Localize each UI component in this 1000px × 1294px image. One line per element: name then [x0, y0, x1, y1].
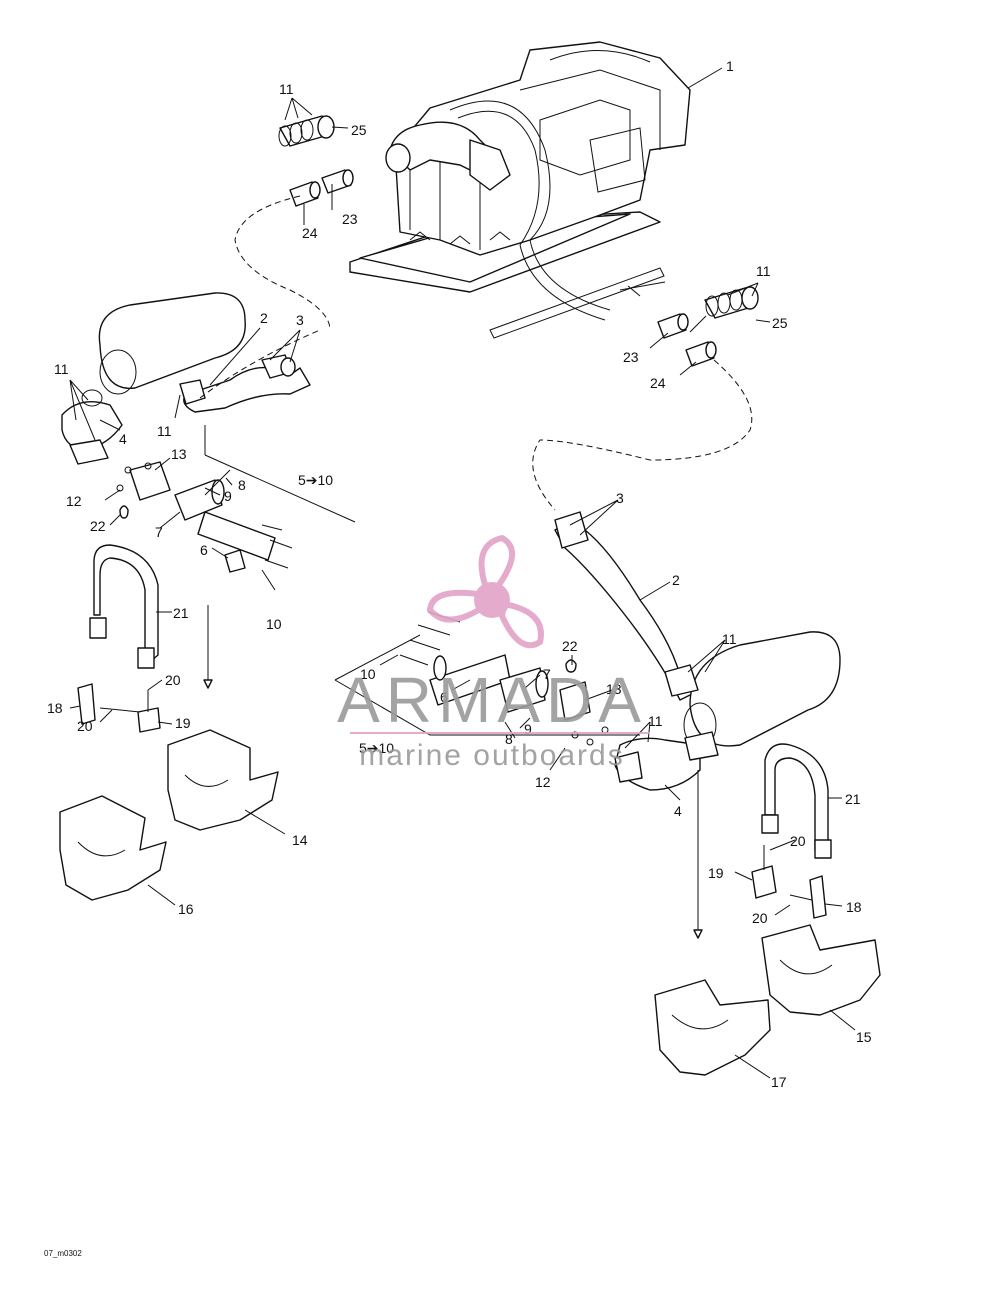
watermark: ARMADA marine outboards — [337, 534, 650, 772]
left-mounting-hardware — [116, 440, 356, 591]
callout-labels: 1 11 25 23 24 11 25 23 24 2 3 11 4 11 13… — [44, 58, 872, 1258]
callout-9-right: 9 — [524, 721, 532, 737]
callout-20-left: 20 — [165, 672, 181, 688]
watermark-brand: ARMADA — [337, 664, 647, 736]
right-strap-brackets — [751, 743, 832, 919]
callout-1: 1 — [726, 58, 734, 74]
callout-8-left: 8 — [238, 477, 246, 493]
callout-16: 16 — [178, 901, 194, 917]
callout-25-right: 25 — [772, 315, 788, 331]
callout-4-left: 4 — [119, 431, 127, 447]
left-muffler-assembly — [61, 292, 321, 465]
callout-9-left: 9 — [224, 488, 232, 504]
callout-14: 14 — [292, 832, 308, 848]
callout-6-right: 6 — [440, 689, 448, 705]
callout-23-right: 23 — [623, 349, 639, 365]
callout-13-left: 13 — [171, 446, 187, 462]
callout-18-left: 18 — [47, 700, 63, 716]
callout-8-right: 8 — [505, 731, 513, 747]
callout-4-right: 4 — [674, 803, 682, 819]
left-strap-brackets — [77, 544, 213, 733]
engine-assembly — [349, 41, 691, 339]
callout-17: 17 — [771, 1074, 787, 1090]
callout-11-left-2: 11 — [157, 423, 172, 439]
callout-19-right: 19 — [708, 865, 724, 881]
callout-11-top-left: 11 — [279, 81, 294, 97]
callout-2-left: 2 — [260, 310, 268, 326]
callout-2-right: 2 — [672, 572, 680, 588]
callout-5to10-left: 5➔10 — [298, 472, 333, 488]
callout-11-left: 11 — [54, 361, 69, 377]
callout-20-right-2: 20 — [752, 910, 768, 926]
callout-24-top-left: 24 — [302, 225, 318, 241]
callout-22-right: 22 — [562, 638, 578, 654]
right-hose-connector-group — [532, 286, 759, 511]
callout-11-right-2: 11 — [722, 631, 737, 647]
callout-11-right-3: 11 — [648, 713, 663, 729]
right-foam-blocks — [654, 924, 881, 1076]
callout-18-right: 18 — [846, 899, 862, 915]
callout-5to10-right: 5➔10 — [359, 740, 394, 756]
callout-3-left: 3 — [296, 312, 304, 328]
callout-3-right: 3 — [616, 490, 624, 506]
callout-20-left-2: 20 — [77, 718, 93, 734]
callout-23-top-left: 23 — [342, 211, 358, 227]
propeller-icon — [426, 534, 544, 649]
callout-12-right: 12 — [535, 774, 551, 790]
callout-22-left: 22 — [90, 518, 106, 534]
callout-7-right: 7 — [543, 666, 551, 682]
callout-13-right: 13 — [606, 681, 622, 697]
callout-10-left: 10 — [266, 616, 282, 632]
callout-19-left: 19 — [175, 715, 191, 731]
callout-6-left: 6 — [200, 542, 208, 558]
callout-7-left: 7 — [155, 524, 163, 540]
callout-20-right: 20 — [790, 833, 806, 849]
watermark-tagline: marine outboards — [359, 739, 624, 772]
callout-15: 15 — [856, 1029, 872, 1045]
callout-10-right: 10 — [360, 666, 376, 682]
callout-21-right: 21 — [845, 791, 861, 807]
right-muffler-assembly — [614, 631, 841, 939]
document-code: 07_m0302 — [44, 1249, 82, 1258]
callout-21-left: 21 — [173, 605, 189, 621]
left-foam-blocks — [59, 729, 279, 901]
callout-11-right: 11 — [756, 263, 771, 279]
callout-25-top-left: 25 — [351, 122, 367, 138]
callout-24-right: 24 — [650, 375, 666, 391]
leader-lines — [69, 67, 856, 1079]
top-left-hose-connector-group — [234, 115, 354, 331]
callout-12-left: 12 — [66, 493, 82, 509]
